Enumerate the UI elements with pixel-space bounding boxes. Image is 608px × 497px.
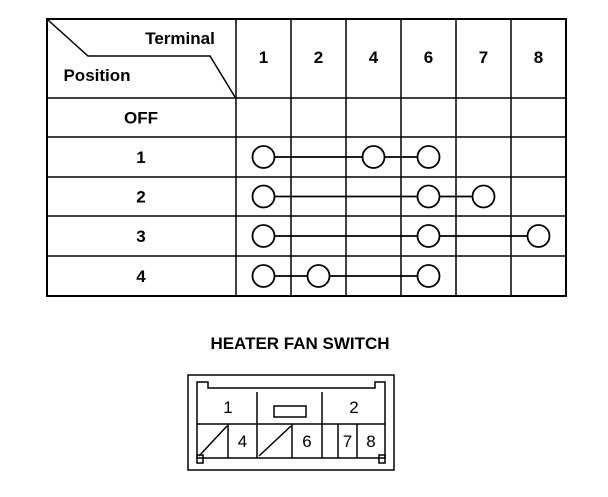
position-label: 2 [136, 188, 145, 207]
continuity-terminal-marker [416, 145, 441, 169]
connector-pin-label: 4 [238, 432, 247, 451]
corner-tab [196, 454, 204, 464]
position-label: 3 [136, 227, 145, 246]
locking-key [273, 405, 307, 418]
terminal-header: 8 [534, 48, 543, 67]
continuity-terminal-marker [526, 224, 551, 248]
position-label: 4 [136, 267, 146, 286]
terminal-header: 2 [314, 48, 323, 67]
continuity-terminal-marker [416, 264, 441, 288]
position-label: 1 [136, 148, 145, 167]
connector-housing [187, 374, 395, 471]
unused-cavity-mark [198, 425, 228, 457]
continuity-terminal-marker [251, 184, 276, 209]
connector-pin-label: 2 [349, 398, 358, 417]
terminal-header: 7 [479, 48, 488, 67]
continuity-terminal-marker [416, 224, 441, 248]
connector-pin-label: 6 [302, 432, 311, 451]
continuity-terminal-marker [361, 145, 386, 169]
terminal-headers: 1 2 4 6 7 8 [259, 48, 543, 67]
connections [251, 145, 551, 288]
continuity-terminal-marker [251, 145, 276, 169]
position-label: OFF [124, 109, 158, 128]
continuity-terminal-marker [251, 264, 276, 288]
connector-face [187, 374, 395, 471]
corner-terminal-label: Terminal [145, 29, 215, 48]
terminal-header: 1 [259, 48, 268, 67]
continuity-terminal-marker [251, 224, 276, 248]
unused-cavity-mark [258, 425, 292, 457]
table-border [46, 18, 567, 297]
connector-pin-label: 7 [343, 432, 352, 451]
connector-pin-label: 8 [366, 432, 375, 451]
continuity-terminal-marker [306, 264, 331, 288]
connector-pin-label: 1 [223, 398, 232, 417]
terminal-header: 6 [424, 48, 433, 67]
position-labels: OFF 1 2 3 4 [124, 109, 158, 287]
connector-title: HEATER FAN SWITCH [210, 334, 389, 353]
corner-tab [378, 454, 386, 464]
corner-position-label: Position [63, 66, 130, 85]
continuity-table [46, 18, 567, 297]
continuity-terminal-marker [416, 184, 441, 209]
continuity-terminal-marker [471, 184, 496, 209]
corner-divider [47, 19, 236, 98]
terminal-header: 4 [369, 48, 379, 67]
